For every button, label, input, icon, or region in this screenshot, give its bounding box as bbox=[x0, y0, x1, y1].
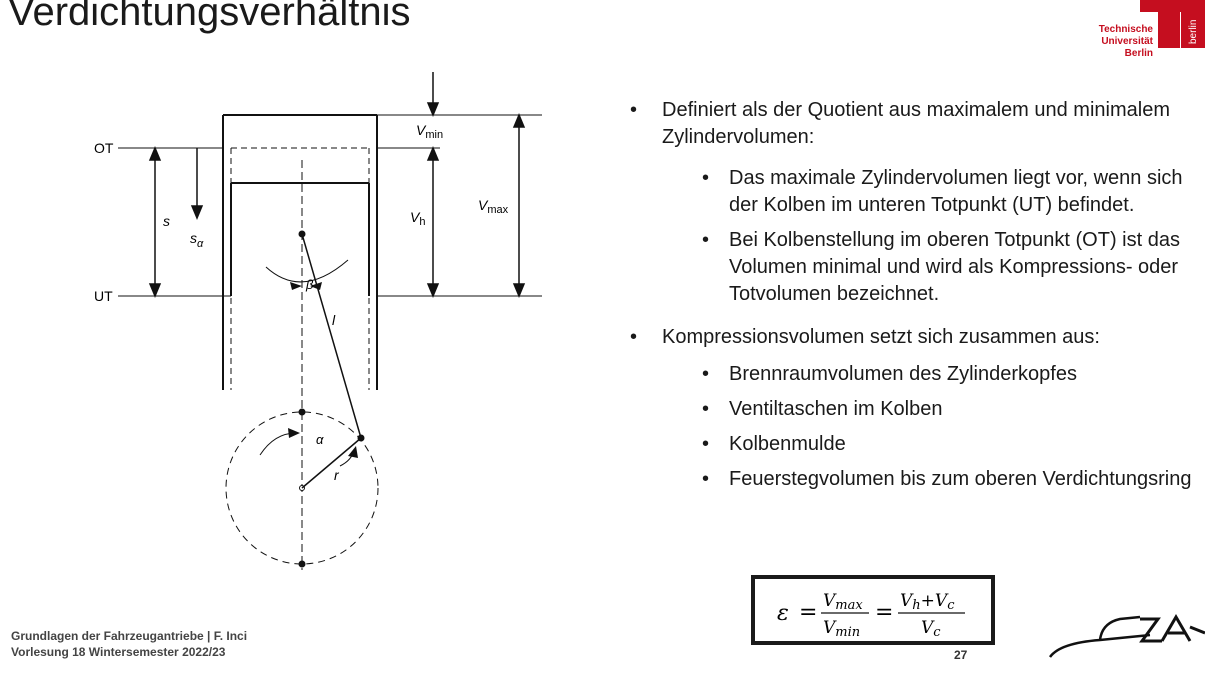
svg-text:Vc: Vc bbox=[921, 618, 941, 640]
svg-text:Vh+Vc: Vh+Vc bbox=[900, 591, 955, 613]
svg-text:Vmax: Vmax bbox=[823, 591, 863, 613]
bullet-item: Das maximale Zylindervolumen liegt vor, … bbox=[630, 165, 1200, 219]
vmax-arrow bbox=[512, 113, 526, 298]
tu-logo-mark: berlin bbox=[1140, 0, 1205, 48]
compression-ratio-formula: ε = Vmax Vmin = Vh+Vc Vc bbox=[777, 591, 965, 640]
svg-text:=: = bbox=[799, 600, 817, 625]
vh-label: Vh bbox=[410, 209, 425, 228]
vmin-arrow bbox=[426, 72, 440, 161]
tu-berlin-logo: Technische Universität Berlin berlin bbox=[1070, 0, 1205, 72]
bullet-item: Bei Kolbenstellung im oberen Totpunkt (O… bbox=[630, 227, 1200, 308]
footer-lecture: Vorlesung 18 Wintersemester 2022/23 bbox=[11, 645, 226, 659]
svg-text:Vmin: Vmin bbox=[823, 618, 860, 640]
beta-label: β bbox=[305, 277, 314, 292]
formula-box: ε = Vmax Vmin = Vh+Vc Vc bbox=[751, 575, 995, 645]
vmin-label: Vmin bbox=[416, 122, 443, 141]
bullet-item: Feuerstegvolumen bis zum oberen Verdicht… bbox=[630, 466, 1200, 493]
vh-arrow bbox=[426, 160, 440, 298]
fza-logo bbox=[1048, 614, 1205, 658]
bullet-item: Definiert als der Quotient aus maximalem… bbox=[630, 97, 1200, 151]
s-label: s bbox=[163, 213, 170, 229]
ut-label: UT bbox=[94, 288, 113, 304]
crank-circle bbox=[225, 411, 379, 565]
beta-arc bbox=[265, 259, 349, 283]
radius-label: r bbox=[334, 467, 340, 483]
logo-text: Technische Universität Berlin bbox=[1098, 24, 1153, 59]
svg-text:=: = bbox=[875, 600, 893, 625]
cylinder bbox=[222, 114, 378, 390]
bullet-item: Brennraumvolumen des Zylinderkopfes bbox=[630, 361, 1200, 388]
crank-radius bbox=[301, 437, 362, 489]
page-number: 27 bbox=[954, 648, 968, 662]
bullet-item: Kolbenmulde bbox=[630, 431, 1200, 458]
footer: Grundlagen der Fahrzeugantriebe | F. Inc… bbox=[11, 628, 247, 660]
bullet-list: Definiert als der Quotient aus maximalem… bbox=[630, 97, 1200, 501]
stroke-arrow bbox=[148, 146, 204, 298]
bullet-item: Ventiltaschen im Kolben bbox=[630, 396, 1200, 423]
svg-text:ε: ε bbox=[777, 601, 789, 626]
connecting-rod bbox=[301, 233, 362, 439]
s-alpha-label: sα bbox=[190, 230, 204, 250]
vmax-label: Vmax bbox=[478, 197, 509, 216]
alpha-label: α bbox=[316, 432, 324, 447]
crank-mechanism-diagram: OT UT s sα Vmin Vh Vmax l β bbox=[94, 72, 542, 570]
footer-course: Grundlagen der Fahrzeugantriebe | F. Inc… bbox=[11, 629, 248, 643]
rod-label: l bbox=[332, 312, 336, 328]
piston-ot-outline bbox=[230, 147, 370, 390]
ot-label: OT bbox=[94, 140, 114, 156]
slide-title: Verdichtungsverhältnis bbox=[8, 0, 411, 34]
svg-text:berlin: berlin bbox=[1188, 20, 1199, 44]
piston bbox=[230, 182, 370, 296]
bullet-item: Kompressionsvolumen setzt sich zusammen … bbox=[630, 324, 1200, 351]
